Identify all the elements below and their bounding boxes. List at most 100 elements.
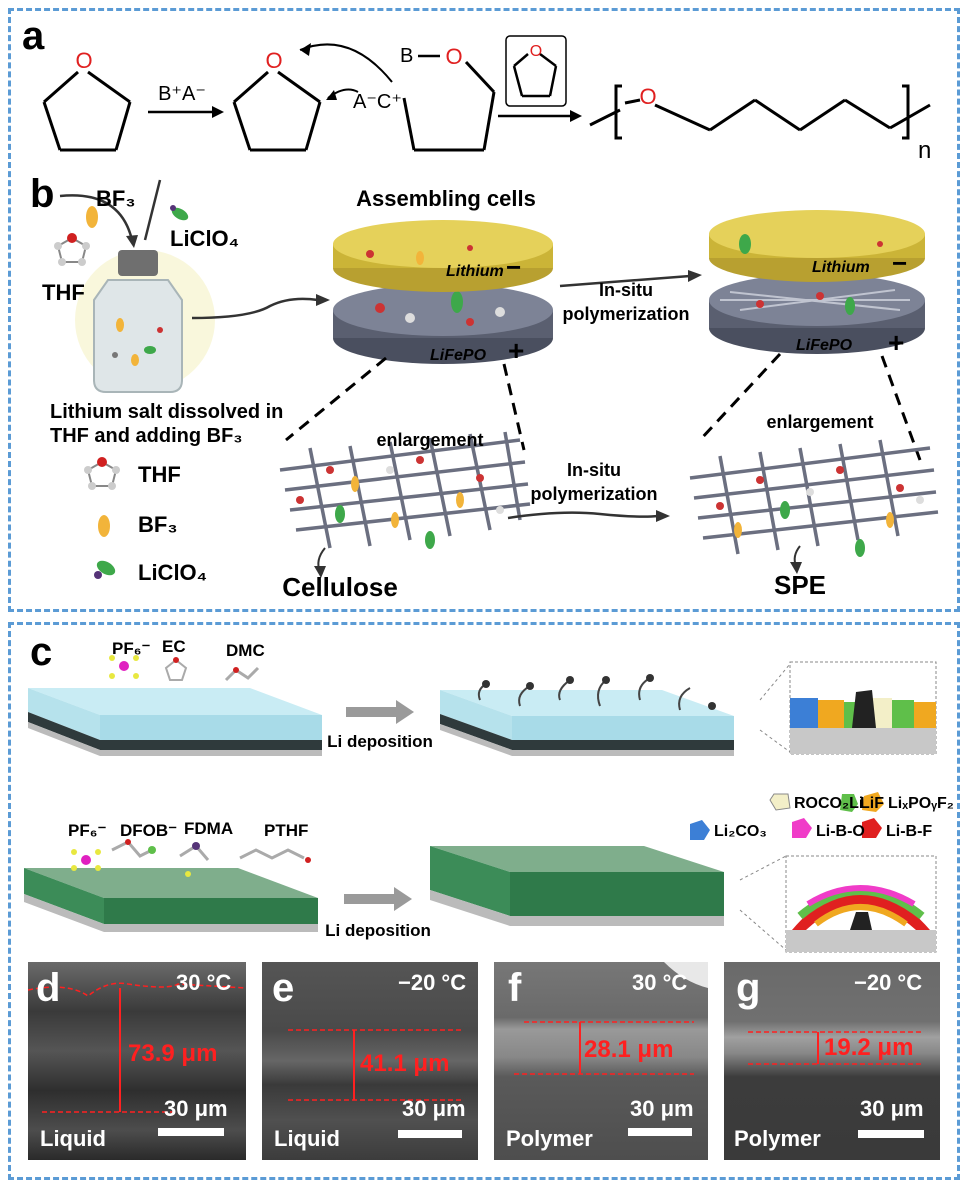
cell-transfer-label-line2: polymerization <box>562 304 689 324</box>
thf-label: THF <box>42 280 85 305</box>
polymer-slab-before <box>24 868 318 932</box>
sei-legend-li2co3-icon <box>690 820 710 840</box>
legend-liclo4-icon <box>94 560 116 579</box>
bottle-icon <box>75 250 215 393</box>
sem-g-scale: 30 μm <box>860 1096 924 1121</box>
cell-2-lithium-label: Lithium <box>812 259 870 276</box>
sei-legend-libo-icon <box>792 818 812 838</box>
sem-g-temp: −20 °C <box>854 970 923 995</box>
sei-legend-roco2li-icon <box>769 793 791 811</box>
thf-ring-1 <box>42 70 132 152</box>
cell-1-lithium-label: Lithium <box>446 263 504 280</box>
top-species-ec: EC <box>162 637 186 656</box>
sem-d-temp: 30 °C <box>176 970 232 995</box>
liquid-slab-after <box>440 690 734 756</box>
cell-transfer-label-line1: In-situ <box>599 280 653 300</box>
panel-ab-frame <box>8 8 960 612</box>
catalyst-label: B⁺A⁻ <box>158 83 206 105</box>
sei-legend-lixpoyfz-label: LiₓPOᵧF₂ <box>888 795 954 812</box>
panel-c-label: c <box>30 630 53 674</box>
legend-thf-icon <box>84 457 120 490</box>
sem-e-scale: 30 μm <box>402 1096 466 1121</box>
thf-molecule-icon <box>54 233 90 266</box>
sei-legend-lixpoyfz-icon <box>862 792 884 812</box>
flow-arrow-bottle-to-cell <box>191 297 319 320</box>
bf3-label: BF₃ <box>96 186 136 211</box>
thf-oxygen-1: O <box>75 48 92 73</box>
liquid-slab-before <box>28 688 322 756</box>
assembling-cells-title: Assembling cells <box>356 186 536 211</box>
cell-2-lifepo-label: LiFePO <box>796 337 853 354</box>
sem-d-type: Liquid <box>40 1126 106 1151</box>
panel-c-schematic: PF₆⁻ EC DMC Li deposition ROCO₂Li LiF Li… <box>24 637 954 953</box>
sem-d-thickness: 73.9 μm <box>128 1040 218 1067</box>
mesh-transfer-label-line1: In-situ <box>567 460 621 480</box>
thf-oxygen-2: O <box>265 48 282 73</box>
spe-mesh <box>689 439 939 555</box>
sem-f-label: f <box>508 966 522 1010</box>
mesh-transfer-label-line2: polymerization <box>530 484 657 504</box>
electron-arrow-1 <box>299 43 393 83</box>
legend-thf-label: THF <box>138 462 181 487</box>
sem-f-scale: 30 μm <box>630 1096 694 1121</box>
cell-1-disks <box>333 220 553 364</box>
top-species-dmc: DMC <box>226 641 265 660</box>
bottom-species-pthf: PTHF <box>264 821 308 840</box>
thf-ring-2 <box>232 70 322 152</box>
sem-f-temp: 30 °C <box>632 970 688 995</box>
thf-monomer-oxygen: O <box>530 43 542 60</box>
sei-legend-libf-icon <box>862 818 882 838</box>
polymer-chain <box>589 84 931 140</box>
sei-legend-li2co3-label: Li₂CO₃ <box>714 823 767 840</box>
polymer-slab-after <box>430 846 724 926</box>
legend-bf3-icon <box>98 515 110 537</box>
sem-image-f: f 30 °C 28.1 μm Polymer 30 μm <box>494 962 708 1160</box>
sem-f-type: Polymer <box>506 1126 593 1151</box>
spe-particles <box>716 466 924 557</box>
sei-legend-libo-label: Li-B-O <box>816 823 865 840</box>
panel-b-label: b <box>30 172 55 216</box>
sem-g-label: g <box>736 966 761 1010</box>
sem-image-d: d 30 °C 73.9 μm Liquid 30 μm <box>28 962 246 1160</box>
sem-g-type: Polymer <box>734 1126 821 1151</box>
sem-e-label: e <box>272 966 295 1010</box>
panel-b-schematic: BF₃ LiClO₄ THF Lithium salt dissolved in… <box>42 179 939 602</box>
sei-inset-bottom <box>785 855 937 953</box>
cellulose-mesh <box>279 431 531 549</box>
sem-d-scale: 30 μm <box>164 1096 228 1121</box>
legend-liclo4-label: LiClO₄ <box>138 560 207 585</box>
cell-1-lifepo-label: LiFePO <box>430 347 487 364</box>
sem-d-label: d <box>36 966 61 1010</box>
bottom-species-pf6: PF₆⁻ <box>68 821 106 840</box>
repeat-subscript: n <box>918 137 931 164</box>
sem-g-thickness: 19.2 μm <box>824 1034 914 1061</box>
cell-2-disks <box>709 210 925 354</box>
sem-e-thickness: 41.1 μm <box>360 1050 450 1077</box>
enlargement-label-1: enlargement <box>376 430 483 450</box>
sei-legend-roco2li-label: ROCO₂Li <box>794 795 863 812</box>
sem-image-e: e −20 °C 41.1 μm Liquid 30 μm <box>262 962 478 1160</box>
li-deposition-label-bottom: Li deposition <box>325 921 431 940</box>
bottom-species-dfob: DFOB⁻ <box>120 821 177 840</box>
spe-label: SPE <box>774 570 826 600</box>
panel-c-frame <box>8 622 960 1180</box>
cell-2-plus: + <box>888 327 904 358</box>
ring-3-oxygen: O <box>445 44 462 69</box>
sem-e-type: Liquid <box>274 1126 340 1151</box>
sei-inset-top <box>789 661 937 755</box>
polymer-oxygen: O <box>639 84 656 109</box>
bottle-caption-line1: Lithium salt dissolved in <box>50 401 283 423</box>
oxonium-ring-3 <box>402 60 496 152</box>
legend-bf3-label: BF₃ <box>138 512 178 537</box>
liclo4-label: LiClO₄ <box>170 226 239 251</box>
panel-a-label: a <box>22 14 45 58</box>
panel-a-reaction-scheme: O B⁺A⁻ O A⁻C⁺ B O O <box>42 35 931 164</box>
bottle-caption-line2: THF and adding BF₃ <box>50 425 243 447</box>
enlargement-label-2: enlargement <box>766 412 873 432</box>
sem-image-g: g −20 °C 19.2 μm Polymer 30 μm <box>724 962 940 1160</box>
sei-legend-lif-icon <box>840 794 858 812</box>
sem-e-temp: −20 °C <box>398 970 467 995</box>
cellulose-particles <box>296 456 504 549</box>
boron-label: B <box>400 45 413 67</box>
bottom-species-fdma: FDMA <box>184 819 233 838</box>
